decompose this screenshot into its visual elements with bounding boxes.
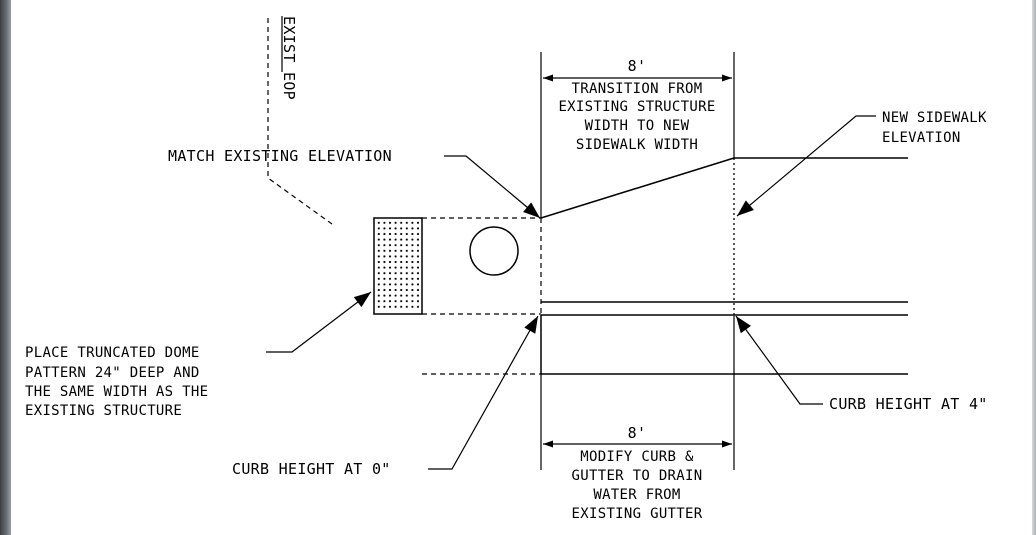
- transition-note-line-3: WIDTH TO NEW: [585, 118, 690, 134]
- new-sidewalk-leader: [736, 115, 876, 217]
- left-window-edge: [0, 0, 11, 535]
- truncated-dome-leader: [266, 291, 372, 353]
- truncated-dome-note-line-3: THE SAME WIDTH AS THE: [25, 384, 208, 400]
- sidewalk-transition-edge: [540, 157, 735, 219]
- manhole-circle: [469, 226, 519, 276]
- modify-curb-note-line-1: MODIFY CURB &: [580, 449, 694, 465]
- truncated-dome-note-line-4: EXISTING STRUCTURE: [25, 403, 182, 419]
- match-existing-leader: [444, 155, 541, 219]
- curb-height-4-leader: [735, 315, 823, 405]
- right-window-edge: [1032, 0, 1036, 535]
- modify-curb-note-line-2: GUTTER TO DRAIN: [572, 468, 703, 484]
- curb-height-4-label: CURB HEIGHT AT 4": [829, 395, 988, 413]
- modify-curb-note-line-4: EXISTING GUTTER: [572, 506, 703, 522]
- existing-eop-line: [267, 18, 333, 225]
- match-existing-elevation-label: MATCH EXISTING ELEVATION: [168, 147, 392, 165]
- exist-eop-label: EXIST EOP: [280, 16, 298, 100]
- top-dimension-value: 8': [628, 57, 647, 75]
- new-sidewalk-label-line-1: NEW SIDEWALK: [882, 110, 987, 126]
- curb-height-0-leader: [428, 315, 539, 470]
- curb-height-0-label: CURB HEIGHT AT 0": [232, 460, 391, 478]
- modify-curb-note-line-3: WATER FROM: [593, 487, 680, 503]
- truncated-dome-pattern: [377, 221, 419, 311]
- transition-note-line-1: TRANSITION FROM: [572, 81, 703, 97]
- truncated-dome-note-line-2: PATTERN 24" DEEP AND: [25, 365, 200, 381]
- transition-note-line-4: SIDEWALK WIDTH: [576, 137, 698, 153]
- bottom-dimension-value: 8': [628, 424, 647, 442]
- new-sidewalk-label-line-2: ELEVATION: [882, 130, 961, 146]
- transition-note-line-2: EXISTING STRUCTURE: [558, 99, 715, 115]
- truncated-dome-note-line-1: PLACE TRUNCATED DOME: [25, 345, 200, 361]
